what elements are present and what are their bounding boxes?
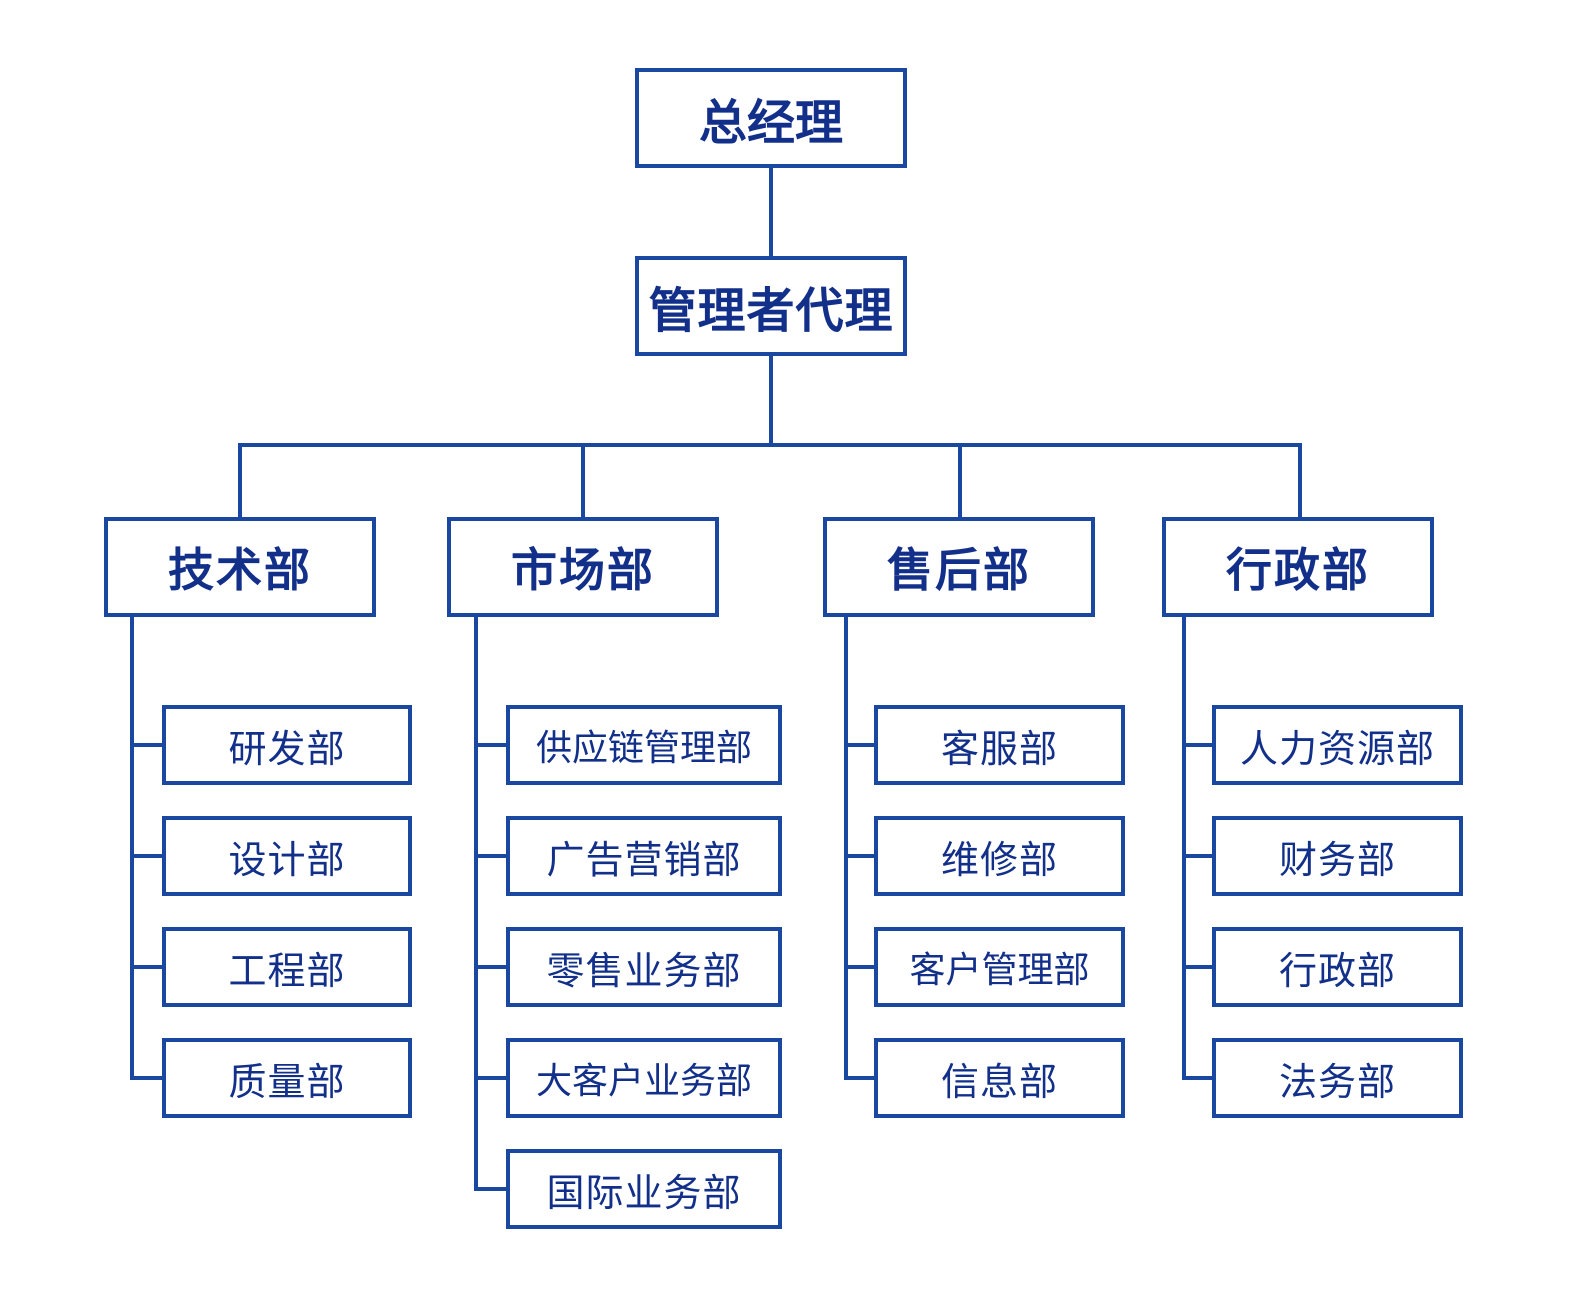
node-tech-child: 工程部 — [162, 927, 412, 1007]
node-market-child: 国际业务部 — [506, 1149, 782, 1229]
node-admin-child: 行政部 — [1212, 927, 1463, 1007]
node-market-child: 供应链管理部 — [506, 705, 782, 785]
node-management-representative: 管理者代理 — [635, 256, 907, 356]
node-dept-tech: 技术部 — [104, 517, 376, 617]
node-tech-child: 研发部 — [162, 705, 412, 785]
node-market-child: 零售业务部 — [506, 927, 782, 1007]
node-dept-market: 市场部 — [447, 517, 719, 617]
node-tech-child: 设计部 — [162, 816, 412, 896]
node-admin-child: 财务部 — [1212, 816, 1463, 896]
node-admin-child: 法务部 — [1212, 1038, 1463, 1118]
node-aftersales-child: 维修部 — [874, 816, 1125, 896]
node-dept-aftersales: 售后部 — [823, 517, 1095, 617]
node-general-manager: 总经理 — [635, 68, 907, 168]
node-aftersales-child: 客服部 — [874, 705, 1125, 785]
node-admin-child: 人力资源部 — [1212, 705, 1463, 785]
node-market-child: 广告营销部 — [506, 816, 782, 896]
node-aftersales-child: 信息部 — [874, 1038, 1125, 1118]
node-aftersales-child: 客户管理部 — [874, 927, 1125, 1007]
node-market-child: 大客户业务部 — [506, 1038, 782, 1118]
node-dept-admin: 行政部 — [1162, 517, 1434, 617]
node-tech-child: 质量部 — [162, 1038, 412, 1118]
